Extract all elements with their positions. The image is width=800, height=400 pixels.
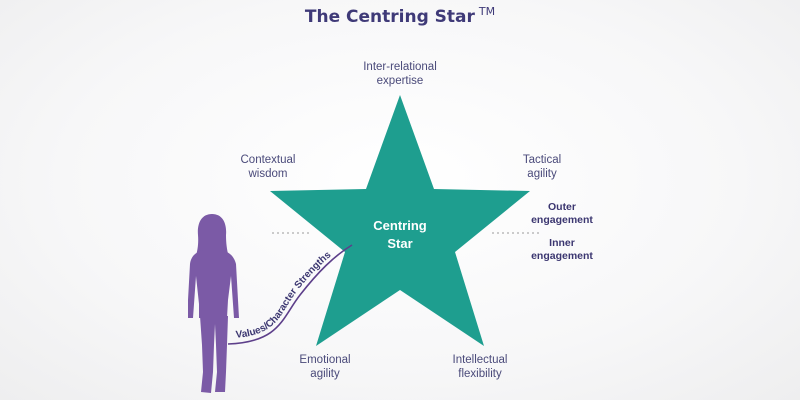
label-inter-relational-expertise: Inter-relational expertise: [335, 60, 465, 88]
label-intellectual-flexibility: Intellectual flexibility: [430, 353, 530, 381]
values-textpath: Values/Character Strengths: [235, 249, 333, 341]
label-tactical-agility: Tactical agility: [492, 153, 592, 181]
title-text: The Centring Star: [304, 7, 475, 27]
outer-engagement-line2: engagement: [531, 214, 593, 226]
label-left-line2: wisdom: [248, 168, 288, 180]
label-bottom-left-line2: agility: [310, 368, 340, 380]
label-right-line1: Tactical: [522, 154, 562, 166]
center-label-line2: Star: [387, 236, 413, 251]
center-label-line1: Centring: [373, 218, 427, 233]
label-right-line2: agility: [527, 168, 557, 180]
label-bottom-right-line1: Intellectual: [452, 354, 508, 366]
inner-engagement-line2: engagement: [531, 250, 593, 262]
centring-star-shape: [270, 95, 530, 346]
label-contextual-wisdom: Contextual wisdom: [218, 153, 318, 181]
label-top-line2: expertise: [376, 75, 424, 87]
outer-engagement-line1: Outer: [547, 201, 576, 213]
label-left-line1: Contextual: [240, 154, 296, 166]
label-inner-engagement: Inner engagement: [520, 237, 604, 263]
star-center-label: Centring Star: [350, 217, 450, 253]
label-outer-engagement: Outer engagement: [520, 201, 604, 227]
label-emotional-agility: Emotional agility: [275, 353, 375, 381]
trademark-mark: TM: [478, 5, 496, 18]
label-bottom-right-line2: flexibility: [458, 368, 502, 380]
label-bottom-left-line1: Emotional: [299, 354, 351, 366]
values-curve: [227, 244, 353, 345]
woman-silhouette-icon: [188, 214, 239, 393]
label-top-line1: Inter-relational: [363, 61, 437, 73]
inner-engagement-line1: Inner: [549, 237, 575, 249]
values-label: Values/Character Strengths: [235, 249, 333, 341]
